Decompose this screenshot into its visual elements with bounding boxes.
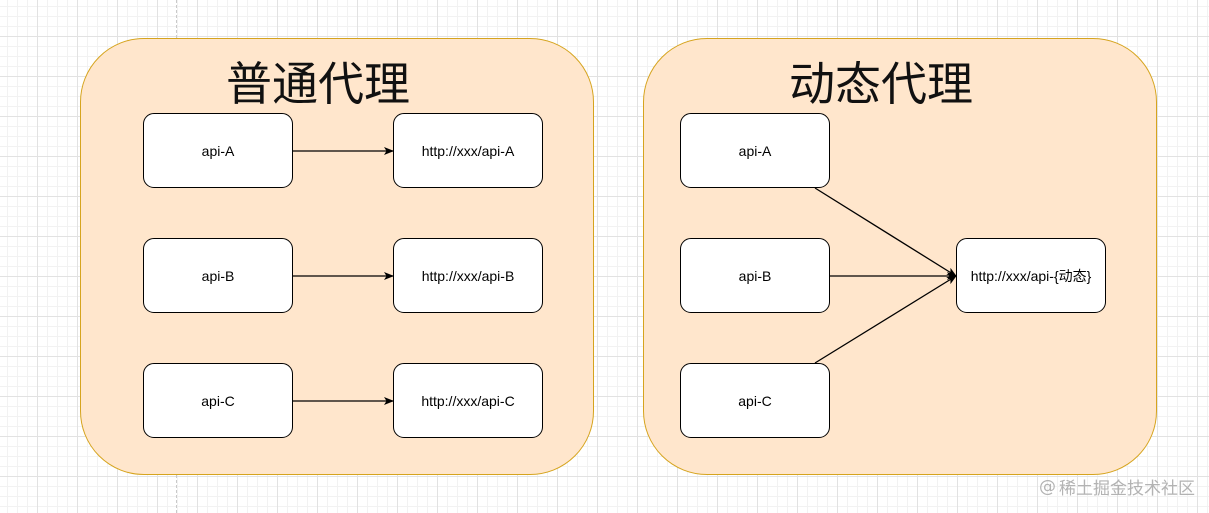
node-target-api-b[interactable]: http://xxx/api-B bbox=[393, 238, 543, 313]
node-dynamic-source-api-b[interactable]: api-B bbox=[680, 238, 830, 313]
node-source-api-b[interactable]: api-B bbox=[143, 238, 293, 313]
watermark-text: 稀土掘金技术社区 bbox=[1059, 479, 1195, 499]
node-dynamic-source-api-a[interactable]: api-A bbox=[680, 113, 830, 188]
node-target-api-c[interactable]: http://xxx/api-C bbox=[393, 363, 543, 438]
node-target-api-a[interactable]: http://xxx/api-A bbox=[393, 113, 543, 188]
panel-title-dynamic-proxy: 动态代理 bbox=[789, 57, 973, 111]
node-dynamic-target[interactable]: http://xxx/api-{动态} bbox=[956, 238, 1106, 313]
panel-title-normal-proxy: 普通代理 bbox=[226, 57, 410, 111]
node-source-api-a[interactable]: api-A bbox=[143, 113, 293, 188]
at-icon: @ bbox=[1039, 476, 1056, 497]
watermark: @ 稀土掘金技术社区 bbox=[1039, 474, 1195, 500]
node-source-api-c[interactable]: api-C bbox=[143, 363, 293, 438]
node-dynamic-source-api-c[interactable]: api-C bbox=[680, 363, 830, 438]
